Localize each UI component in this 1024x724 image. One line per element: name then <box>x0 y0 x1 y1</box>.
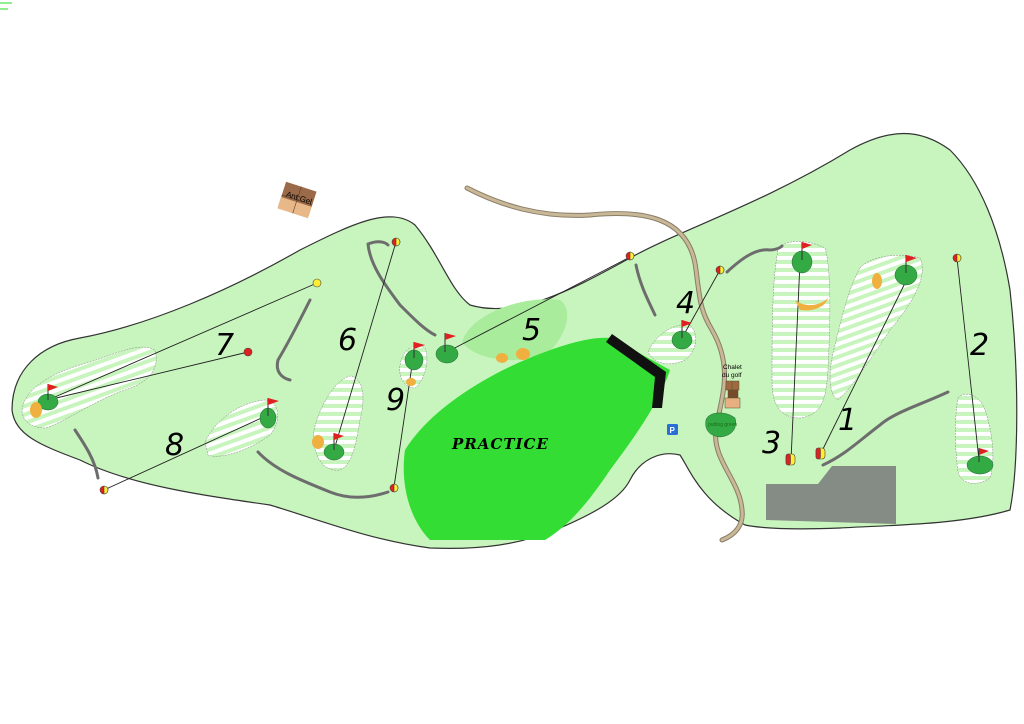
chalet-label-line1: Chalet <box>723 364 742 371</box>
fairway-hole-1 <box>829 255 923 401</box>
hole-number-7: 7 <box>215 328 234 363</box>
hole-number-4: 4 <box>676 286 695 321</box>
putting-green: putting green <box>705 412 737 438</box>
fairway-hole-3 <box>771 241 831 419</box>
flag-icon <box>801 242 812 260</box>
flag-icon <box>47 384 58 400</box>
tee-marker-icon <box>312 278 322 288</box>
bunkers <box>30 273 882 449</box>
tee-marker-icon <box>785 453 796 466</box>
flag-icon <box>978 448 989 462</box>
corner-mark <box>0 2 12 10</box>
flag-icon <box>905 255 917 273</box>
hole-number-9: 9 <box>386 383 405 418</box>
tee-marker-icon <box>391 237 401 247</box>
practice-label: PRACTICE <box>451 435 549 453</box>
parking-sign: P <box>667 424 678 435</box>
cart-paths <box>73 240 950 499</box>
tee-marker-icon <box>625 251 635 261</box>
tee-marker-icon <box>243 347 253 357</box>
flag-icon <box>267 398 279 416</box>
flag-icons <box>47 242 989 462</box>
parking-label: P <box>670 426 676 435</box>
tee-marker-icon <box>815 447 826 460</box>
hole-number-8: 8 <box>165 428 184 463</box>
parking-lot <box>766 466 896 524</box>
chalet-du-golf: Chalet du golf <box>722 364 742 409</box>
flag-icon <box>444 333 456 352</box>
hole-5-area <box>462 299 568 361</box>
hole-number-6: 6 <box>338 323 357 358</box>
flag-icon <box>333 433 344 450</box>
tee-marker-icon <box>389 483 399 493</box>
greens <box>37 250 994 475</box>
tee-marker-icon <box>952 253 962 263</box>
fairway-hole-6 <box>313 375 364 471</box>
tee-marker-icon <box>99 485 109 495</box>
annex-building: Ant:Gel <box>277 181 317 219</box>
hole-numbers: 1 2 3 4 5 6 7 8 9 <box>165 286 989 463</box>
building-icon <box>724 380 741 409</box>
tee-markers <box>99 237 962 495</box>
fairway-hole-8 <box>204 399 278 457</box>
hole-number-2: 2 <box>970 328 989 363</box>
practice-wall <box>606 334 666 408</box>
hole-number-1: 1 <box>838 403 857 438</box>
play-lines <box>47 241 980 491</box>
chalet-label-line2: du golf <box>722 372 742 379</box>
flag-icon <box>413 342 425 358</box>
tee-marker-icon <box>715 265 725 275</box>
hole-number-3: 3 <box>762 426 781 461</box>
hole-number-5: 5 <box>522 313 541 348</box>
practice-range <box>403 337 670 540</box>
flag-icon <box>681 320 692 338</box>
putting-green-label: putting green <box>708 422 737 428</box>
